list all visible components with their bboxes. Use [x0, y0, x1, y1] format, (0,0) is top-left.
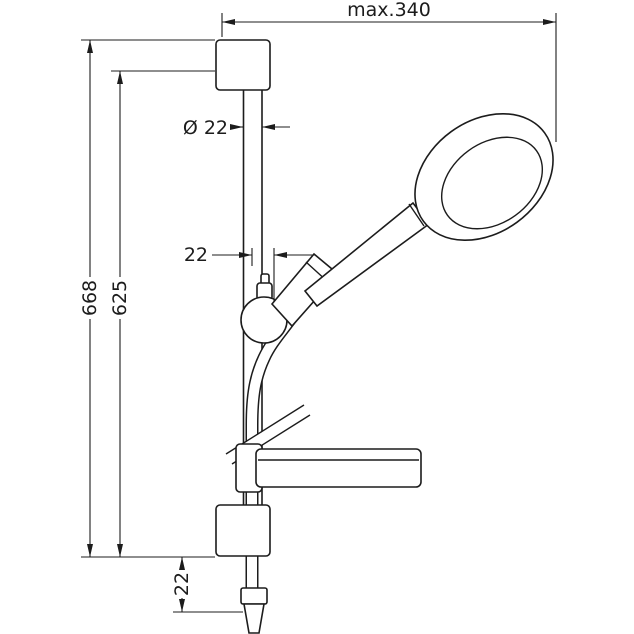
wall-bracket-bottom [215, 504, 271, 557]
dim-rail-height-label: 625 [109, 280, 131, 316]
dimension-top-width: max.340 [221, 0, 557, 142]
hand-shower [303, 112, 554, 308]
slider-assembly [240, 252, 340, 344]
dimension-rail-height: 625 [109, 70, 215, 557]
hand-shower-handle [303, 201, 431, 308]
dimension-bottom-offset: 22 [171, 557, 243, 613]
handle-neck-line [408, 203, 425, 227]
shower-head-outer [414, 112, 554, 242]
dim-rail-diameter-label: Ø 22 [183, 117, 228, 139]
dim-bottom-offset-label: 22 [171, 572, 193, 596]
shower-head-face [440, 136, 544, 230]
dimension-holder-offset: 22 [184, 244, 316, 302]
dim-holder-offset-label: 22 [184, 244, 208, 266]
dim-total-height-label: 668 [79, 280, 101, 316]
hose-cone [243, 603, 265, 634]
wall-bracket-top [215, 39, 271, 91]
dim-top-width-label: max.340 [347, 0, 431, 21]
dimension-total-height: 668 [79, 39, 215, 558]
hose-fitting [240, 587, 268, 634]
soap-dish-tray [255, 448, 422, 488]
dimension-rail-diameter: Ø 22 [183, 117, 290, 139]
hose-nut [240, 587, 268, 605]
soap-dish [235, 443, 422, 493]
